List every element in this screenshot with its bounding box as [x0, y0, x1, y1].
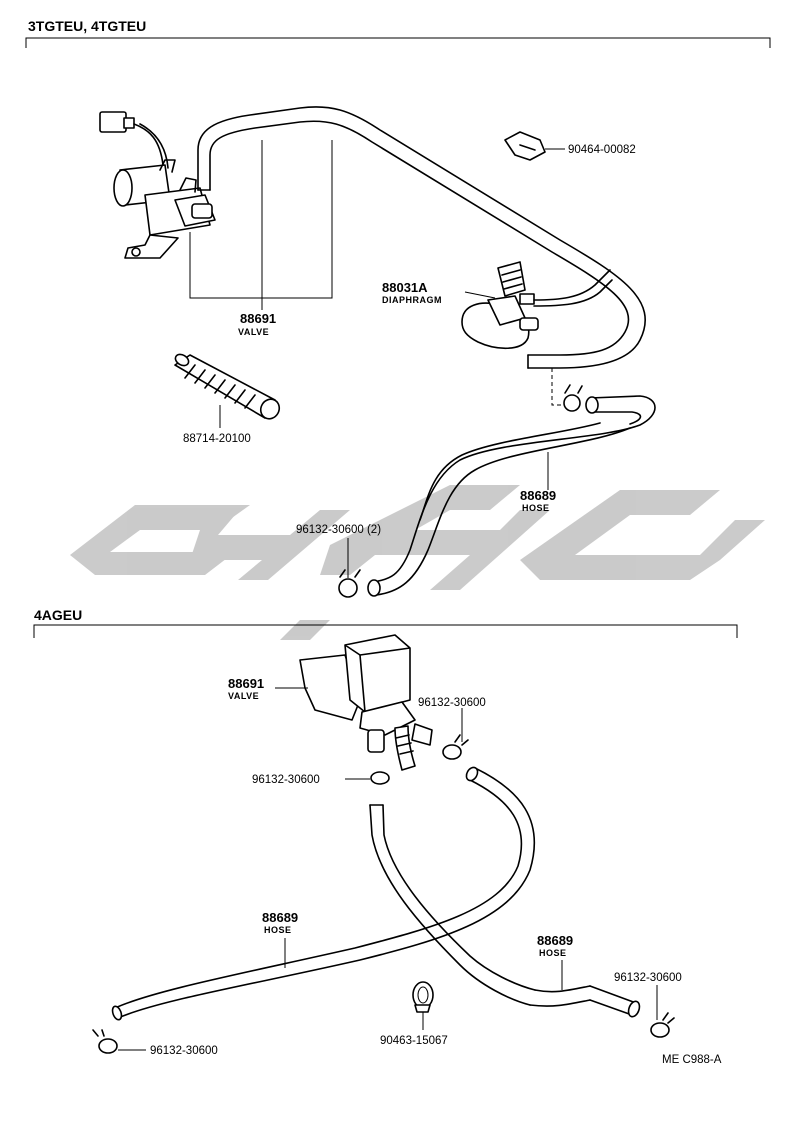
bottom-clamp-bottom-left-part-number: 96132-30600 [150, 1045, 218, 1057]
bottom-valve [299, 634, 433, 771]
clip-90463-part-number: 90463-15067 [380, 1035, 448, 1047]
watermark-logo [70, 485, 765, 640]
bottom-clamp-valve-left-part-number: 96132-30600 [252, 774, 320, 786]
watermark-shape-5 [520, 490, 765, 580]
watermark-shape-4 [280, 620, 330, 640]
diaphragm-part-number: 88031A [382, 280, 428, 295]
valve-connector [99, 111, 169, 169]
section-top-title: 3TGTEU, 4TGTEU [28, 18, 146, 34]
reference-code: ME C988-A [662, 1054, 722, 1066]
top-valve [113, 159, 216, 259]
top-lower-hose [367, 395, 656, 597]
valve-leader [189, 140, 333, 310]
sleeve-88714-part-number: 88714-20100 [183, 433, 251, 445]
clip-90464 [504, 131, 565, 161]
sleeve-88714 [174, 353, 281, 428]
top-long-hose [197, 106, 646, 369]
top-hose-part-number: 88689 [520, 488, 556, 503]
watermark-shape-3 [320, 485, 550, 590]
section-bottom-frame [33, 624, 738, 638]
top-hose-clamp-upper [563, 384, 583, 412]
top-valve-name: VALVE [238, 327, 269, 337]
diaphragm-leader [464, 291, 496, 299]
bottom-clamp-far-right [650, 1012, 675, 1038]
bottom-hose-left-name: HOSE [264, 925, 292, 935]
diaphragm-name: DIAPHRAGM [382, 295, 442, 305]
bottom-hose-left [369, 804, 641, 1018]
section-top-frame [25, 37, 771, 48]
top-hose-name: HOSE [522, 503, 550, 513]
bottom-hose-right [111, 766, 536, 1021]
bottom-clamp-valve-right-part-number: 96132-30600 [418, 697, 486, 709]
clip-90464-part-number: 90464-00082 [568, 144, 636, 156]
top-valve-part-number: 88691 [240, 311, 276, 326]
bottom-hose-right-part-number: 88689 [537, 933, 573, 948]
top-hose-clamp-lower [338, 569, 361, 598]
bottom-clamp-far-right-part-number: 96132-30600 [614, 972, 682, 984]
bottom-valve-part-number: 88691 [228, 676, 264, 691]
bottom-hose-left-part-number: 88689 [262, 910, 298, 925]
bottom-clamp-bottom-left [92, 1029, 118, 1054]
diaphragm [461, 261, 613, 350]
watermark-shape-2 [190, 510, 350, 580]
bottom-clamp-valve-right [442, 734, 469, 760]
clip-90463 [412, 981, 434, 1013]
top-clamp-part-number: 96132-30600 (2) [296, 524, 381, 536]
bottom-clamp-valve-left [370, 771, 390, 785]
section-bottom-title: 4AGEU [34, 607, 82, 623]
bottom-hose-right-name: HOSE [539, 948, 567, 958]
bottom-valve-name: VALVE [228, 691, 259, 701]
